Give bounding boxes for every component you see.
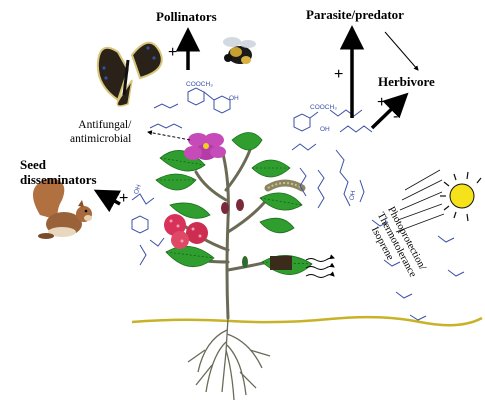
pollinators-plus-sign: + (168, 44, 177, 62)
volatile-emission-arrows (306, 258, 334, 278)
caterpillar-icon (268, 183, 302, 188)
chem-label-cooch3-left: COOCH₃ (186, 81, 213, 88)
seed-line-2: disseminators (20, 172, 97, 187)
seed-plus-sign: + (119, 190, 128, 208)
seed-line-1: Seed (20, 157, 97, 172)
herbivore-label: Herbivore (378, 74, 435, 90)
root-icon (188, 318, 270, 400)
parasite-predator-label: Parasite/predator (306, 7, 404, 23)
chem-label-cooch3-right: COOCH₃ (310, 104, 337, 111)
seed-disseminators-label: Seed disseminators (20, 157, 97, 187)
ground-line (132, 317, 482, 325)
butterfly-icon (98, 43, 162, 106)
trichome-patch (270, 256, 292, 270)
arrow-to-antifungal (148, 132, 190, 140)
arrow-herbivore-to-parasite (385, 32, 418, 70)
antifungal-line-2: antimicrobial (70, 132, 131, 146)
bud-icon (221, 199, 248, 268)
herbivore-plus-sign: + (377, 94, 386, 112)
chem-label-oh-right: OH (320, 126, 330, 133)
parasite-plus-sign: + (334, 66, 343, 84)
pollinators-label: Pollinators (156, 9, 217, 25)
bee-icon (223, 37, 256, 64)
leaf-icon (156, 133, 312, 275)
antifungal-label: Antifungal/ antimicrobial (70, 118, 131, 146)
antifungal-line-1: Antifungal/ (70, 118, 131, 132)
herbivore-minus-sign: - (393, 108, 398, 126)
flower-icon (184, 133, 226, 160)
sun-icon (440, 172, 481, 221)
chem-label-oh-left: OH (229, 95, 239, 102)
arrow-to-seed (98, 192, 120, 204)
squirrel-icon (33, 178, 92, 239)
raspberry-icon (164, 214, 208, 249)
